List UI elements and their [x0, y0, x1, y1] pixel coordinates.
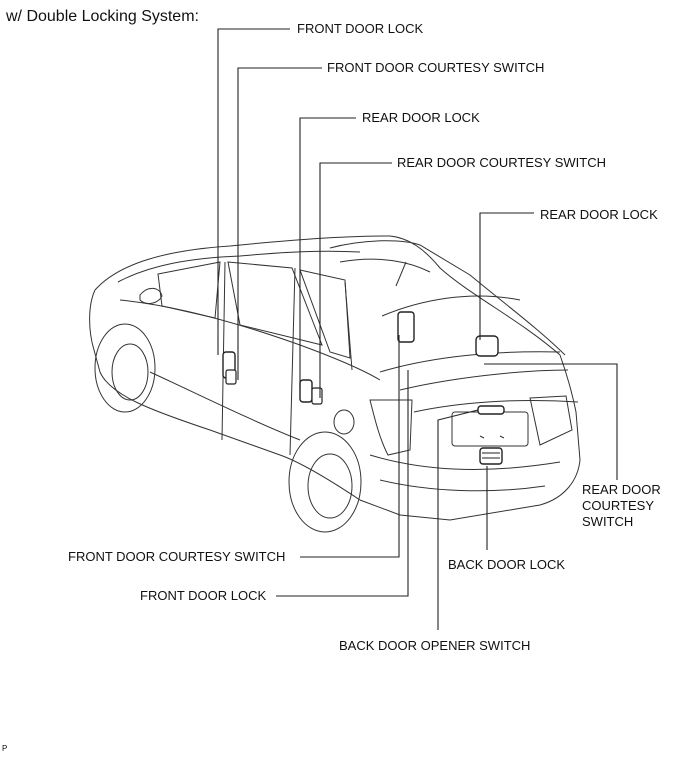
- label-rear-door-courtesy-switch-top: REAR DOOR COURTESY SWITCH: [397, 155, 606, 170]
- leader-front-door-lock-top: [217, 28, 290, 355]
- rear-door-lock-hatch-component: [397, 311, 415, 343]
- label-front-door-courtesy-switch-bottom: FRONT DOOR COURTESY SWITCH: [68, 549, 286, 564]
- label-front-door-courtesy-switch-top: FRONT DOOR COURTESY SWITCH: [327, 60, 545, 75]
- leader-rear-door-courtesy-top: [319, 162, 392, 398]
- label-front-door-lock-top: FRONT DOOR LOCK: [297, 21, 424, 36]
- leader-front-door-lock-bottom: [276, 370, 409, 597]
- label-rear-door-courtesy-switch-right-1: REAR DOOR: [582, 482, 661, 497]
- corner-mark: P: [2, 744, 8, 753]
- leader-rear-door-lock-right: [479, 212, 534, 340]
- rear-door-lock-component: [299, 379, 323, 405]
- label-front-door-lock-bottom: FRONT DOOR LOCK: [140, 588, 267, 603]
- car-body-outline: [89, 235, 581, 533]
- label-rear-door-lock-right: REAR DOOR LOCK: [540, 207, 658, 222]
- leader-front-door-courtesy-bottom: [300, 335, 400, 558]
- back-door-lock-component: [479, 447, 503, 465]
- leader-rear-door-courtesy-right: [484, 363, 618, 480]
- label-back-door-lock: BACK DOOR LOCK: [448, 557, 566, 572]
- label-rear-door-courtesy-switch-right-2: COURTESY: [582, 498, 654, 513]
- label-rear-door-courtesy-switch-right-3: SWITCH: [582, 514, 634, 529]
- diagram-heading: w/ Double Locking System:: [6, 8, 199, 25]
- back-door-opener-switch-component: [477, 405, 505, 415]
- front-door-lock-component: [222, 351, 237, 385]
- hatch-lock-component: [475, 335, 499, 357]
- leader-rear-door-lock-top: [299, 117, 356, 388]
- leader-front-door-courtesy-top: [237, 67, 322, 380]
- label-back-door-opener-switch: BACK DOOR OPENER SWITCH: [339, 638, 531, 653]
- leader-back-door-opener: [437, 409, 479, 630]
- label-rear-door-lock-top: REAR DOOR LOCK: [362, 110, 480, 125]
